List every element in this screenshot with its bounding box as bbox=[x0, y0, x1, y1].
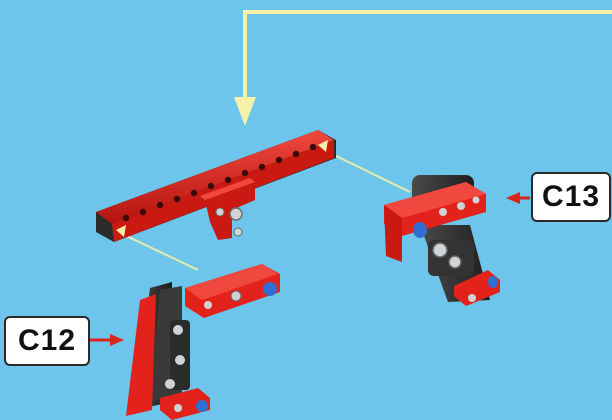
step-label-c12: C12 bbox=[4, 316, 90, 366]
subassembly-c13 bbox=[384, 175, 500, 306]
callout-arrow-c13 bbox=[506, 192, 530, 204]
step-label-c13: C13 bbox=[531, 172, 611, 222]
guide-line-left bbox=[118, 232, 198, 270]
callout-arrow-c12 bbox=[90, 334, 124, 346]
subassembly-c12 bbox=[126, 264, 280, 420]
guide-line-right bbox=[330, 153, 410, 192]
flow-arrow-main bbox=[234, 12, 612, 126]
